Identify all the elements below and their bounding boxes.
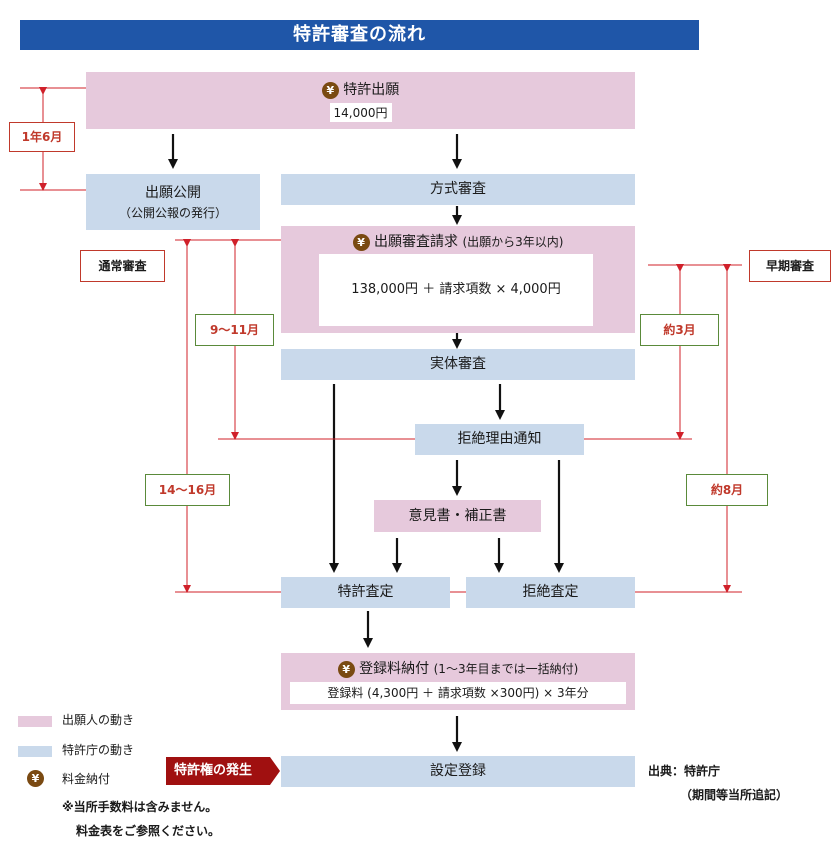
publication-label: 出願公開	[145, 185, 201, 201]
yen-icon: ¥	[337, 660, 355, 678]
yen-icon: ¥	[321, 81, 339, 99]
note-line2: 料金表をご参照ください。	[76, 824, 221, 838]
early-total-label: 約8月	[686, 474, 768, 506]
patent-right-tag: 特許権の発生	[166, 757, 270, 785]
yen-icon: ¥	[27, 770, 44, 787]
refusal-decision-box: 拒絶査定	[466, 577, 635, 608]
early-exam-label: 早期審査	[749, 250, 831, 282]
application-label: 特許出願	[343, 82, 400, 98]
exam-request-fee: 138,000円 ＋ 請求項数 × 4,000円	[319, 254, 593, 326]
legend-applicant-label: 出願人の動き	[62, 713, 135, 727]
normal-total-label: 14～16月	[145, 474, 230, 506]
application-fee: 14,000円	[329, 103, 392, 122]
publication-box: 出願公開 （公開公報の発行）	[86, 174, 260, 230]
application-box: ¥ 特許出願 14,000円	[86, 72, 635, 129]
normal-first-label: 9～11月	[195, 314, 274, 346]
pub-period-label: 1年6月	[9, 122, 75, 152]
legend-applicant-swatch	[18, 716, 52, 727]
early-first-label: 約3月	[640, 314, 719, 346]
formality-box: 方式審査	[281, 174, 635, 205]
exam-request-sub: (出願から3年以内)	[462, 235, 564, 249]
grant-decision-box: 特許査定	[281, 577, 450, 608]
reg-fee-sub: (1～3年目までは一括納付)	[433, 662, 579, 676]
normal-exam-label: 通常審査	[80, 250, 165, 282]
note-line1: ※当所手数料は含みません。	[62, 800, 218, 814]
source-line1: 出典：特許庁	[648, 764, 721, 778]
legend-office-swatch	[18, 746, 52, 757]
yen-icon: ¥	[352, 233, 370, 251]
reg-fee-label: 登録料納付	[359, 661, 430, 677]
source-line2: （期間等当所追記）	[680, 788, 789, 802]
registration-box: 設定登録	[281, 756, 635, 787]
exam-request-label: 出願審査請求	[374, 234, 458, 250]
legend-office-label: 特許庁の動き	[62, 743, 135, 757]
substantive-box: 実体審査	[281, 349, 635, 380]
reg-fee-amount: 登録料 (4,300円 ＋ 請求項数 ×300円) × 3年分	[290, 682, 626, 704]
page-title: 特許審査の流れ	[20, 20, 699, 50]
opinion-box: 意見書・補正書	[374, 500, 541, 532]
refusal-notice-box: 拒絶理由通知	[415, 424, 584, 455]
publication-sub: （公開公報の発行）	[118, 206, 227, 220]
legend-fee-label: 料金納付	[62, 772, 111, 786]
